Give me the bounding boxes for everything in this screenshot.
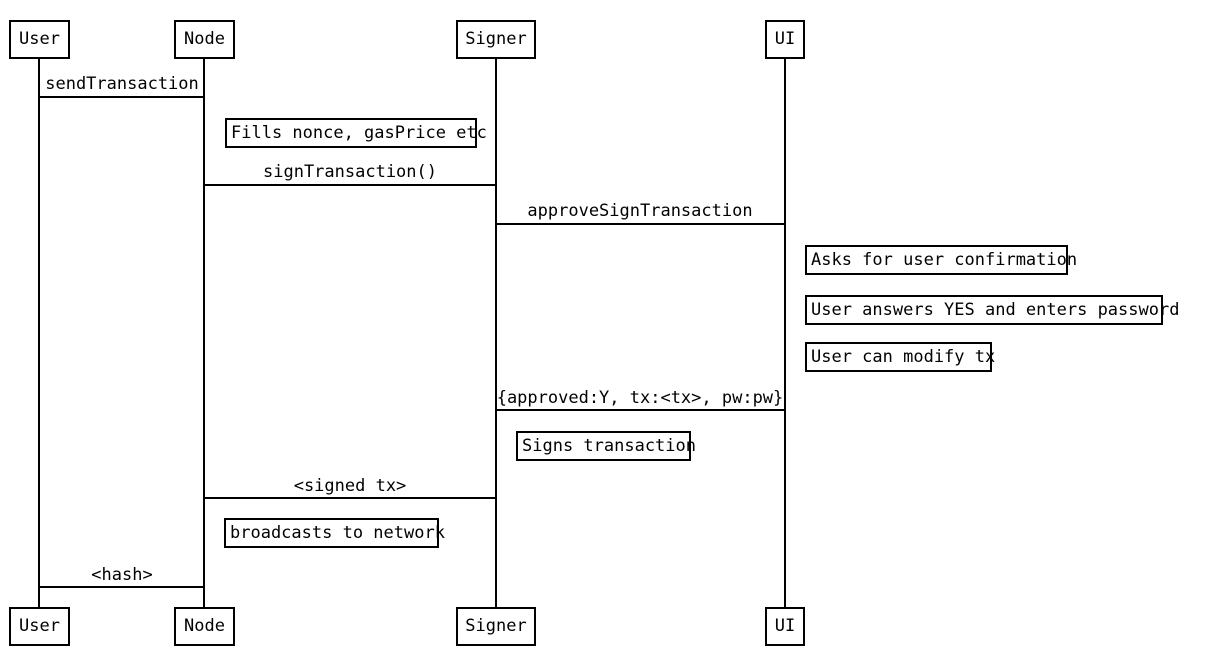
message-line-send-transaction [39,96,205,98]
actor-user-bottom: User [9,607,70,646]
actor-node-top: Node [174,20,235,59]
actor-signer-bottom: Signer [456,607,536,646]
note-user-can-modify-tx: User can modify tx [805,342,995,372]
message-line-approve-sign-transaction [495,223,785,225]
message-label-signed-tx: <signed tx> [293,476,407,496]
note-user-answers-yes: User answers YES and enters password [805,295,1179,325]
message-line-signed-tx [204,497,496,499]
message-label-approved-reply: {approved:Y, tx:<tx>, pw:pw} [496,388,784,408]
message-line-hash [39,586,205,588]
message-label-approve-sign-transaction: approveSignTransaction [527,201,753,221]
lifeline-ui [784,59,786,607]
lifeline-node [203,59,205,607]
lifeline-user [38,59,40,607]
lifeline-signer [495,59,497,607]
note-broadcasts: broadcasts to network [224,518,445,548]
actor-node-bottom: Node [174,607,235,646]
message-line-approved-reply [495,409,785,411]
note-signs-transaction: Signs transaction [516,431,696,461]
actor-ui-bottom: UI [765,607,805,646]
actor-user-top: User [9,20,70,59]
actor-ui-top: UI [765,20,805,59]
message-label-sign-transaction: signTransaction() [263,162,437,182]
note-fills-nonce: Fills nonce, gasPrice etc [225,118,487,148]
message-line-sign-transaction [204,184,496,186]
note-asks-confirmation: Asks for user confirmation [805,245,1077,275]
message-label-send-transaction: sendTransaction [45,74,199,94]
message-label-hash: <hash> [91,565,153,585]
actor-signer-top: Signer [456,20,536,59]
